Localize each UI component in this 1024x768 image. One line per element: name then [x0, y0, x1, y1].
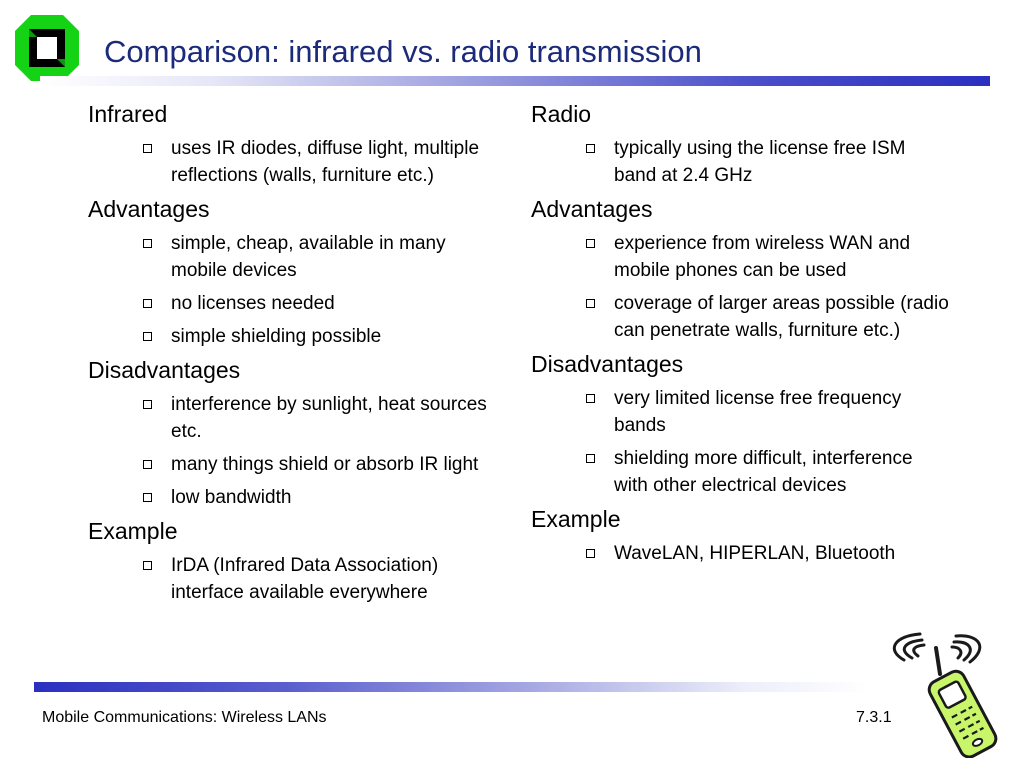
list-item: coverage of larger areas possible (radio… [586, 290, 949, 344]
section-disadvantages: Disadvantages interference by sunlight, … [88, 356, 508, 511]
section-heading: Advantages [88, 196, 210, 222]
list-item: IrDA (Infrared Data Association) interfa… [143, 552, 506, 606]
square-bullet-icon [586, 144, 595, 153]
square-bullet-icon [586, 394, 595, 403]
section-heading: Example [531, 506, 621, 532]
page-title: Comparison: infrared vs. radio transmiss… [104, 34, 702, 69]
section-heading: Infrared [88, 101, 168, 127]
list-item: uses IR diodes, diffuse light, multiple … [143, 135, 506, 189]
mobile-phone-icon [892, 632, 998, 758]
square-bullet-icon [143, 144, 152, 153]
list-item: typically using the license free ISM ban… [586, 135, 949, 189]
section-radio: Radio typically using the license free I… [531, 100, 951, 189]
section-advantages: Advantages simple, cheap, available in m… [88, 195, 508, 350]
section-infrared: Infrared uses IR diodes, diffuse light, … [88, 100, 508, 189]
square-bullet-icon [143, 493, 152, 502]
radio-column: Radio typically using the license free I… [531, 100, 951, 573]
list-item: shielding more difficult, interference w… [586, 445, 949, 499]
square-bullet-icon [143, 460, 152, 469]
infrared-column: Infrared uses IR diodes, diffuse light, … [88, 100, 508, 612]
section-advantages: Advantages experience from wireless WAN … [531, 195, 951, 344]
section-example: Example IrDA (Infrared Data Association)… [88, 517, 508, 606]
square-bullet-icon [586, 299, 595, 308]
section-heading: Disadvantages [531, 351, 684, 377]
section-heading: Advantages [531, 196, 653, 222]
section-heading: Disadvantages [88, 357, 241, 383]
square-bullet-icon [143, 239, 152, 248]
square-bullet-icon [143, 299, 152, 308]
list-item: no licenses needed [143, 290, 506, 317]
section-disadvantages: Disadvantages very limited license free … [531, 350, 951, 499]
list-item: WaveLAN, HIPERLAN, Bluetooth [586, 540, 949, 567]
square-bullet-icon [586, 454, 595, 463]
university-logo-icon [15, 15, 79, 81]
section-heading: Example [88, 518, 178, 544]
square-bullet-icon [143, 400, 152, 409]
list-item: low bandwidth [143, 484, 506, 511]
square-bullet-icon [143, 561, 152, 570]
list-item: simple shielding possible [143, 323, 506, 350]
square-bullet-icon [143, 332, 152, 341]
square-bullet-icon [586, 549, 595, 558]
section-example: Example WaveLAN, HIPERLAN, Bluetooth [531, 505, 951, 567]
footer-divider [34, 682, 869, 692]
slide-number: 7.3.1 [856, 709, 892, 726]
footer-course-title: Mobile Communications: Wireless LANs [42, 709, 327, 726]
title-divider [40, 76, 990, 86]
list-item: interference by sunlight, heat sources e… [143, 391, 506, 445]
list-item: simple, cheap, available in many mobile … [143, 230, 506, 284]
list-item: many things shield or absorb IR light [143, 451, 506, 478]
list-item: very limited license free frequency band… [586, 385, 949, 439]
section-heading: Radio [531, 101, 592, 127]
square-bullet-icon [586, 239, 595, 248]
list-item: experience from wireless WAN and mobile … [586, 230, 949, 284]
